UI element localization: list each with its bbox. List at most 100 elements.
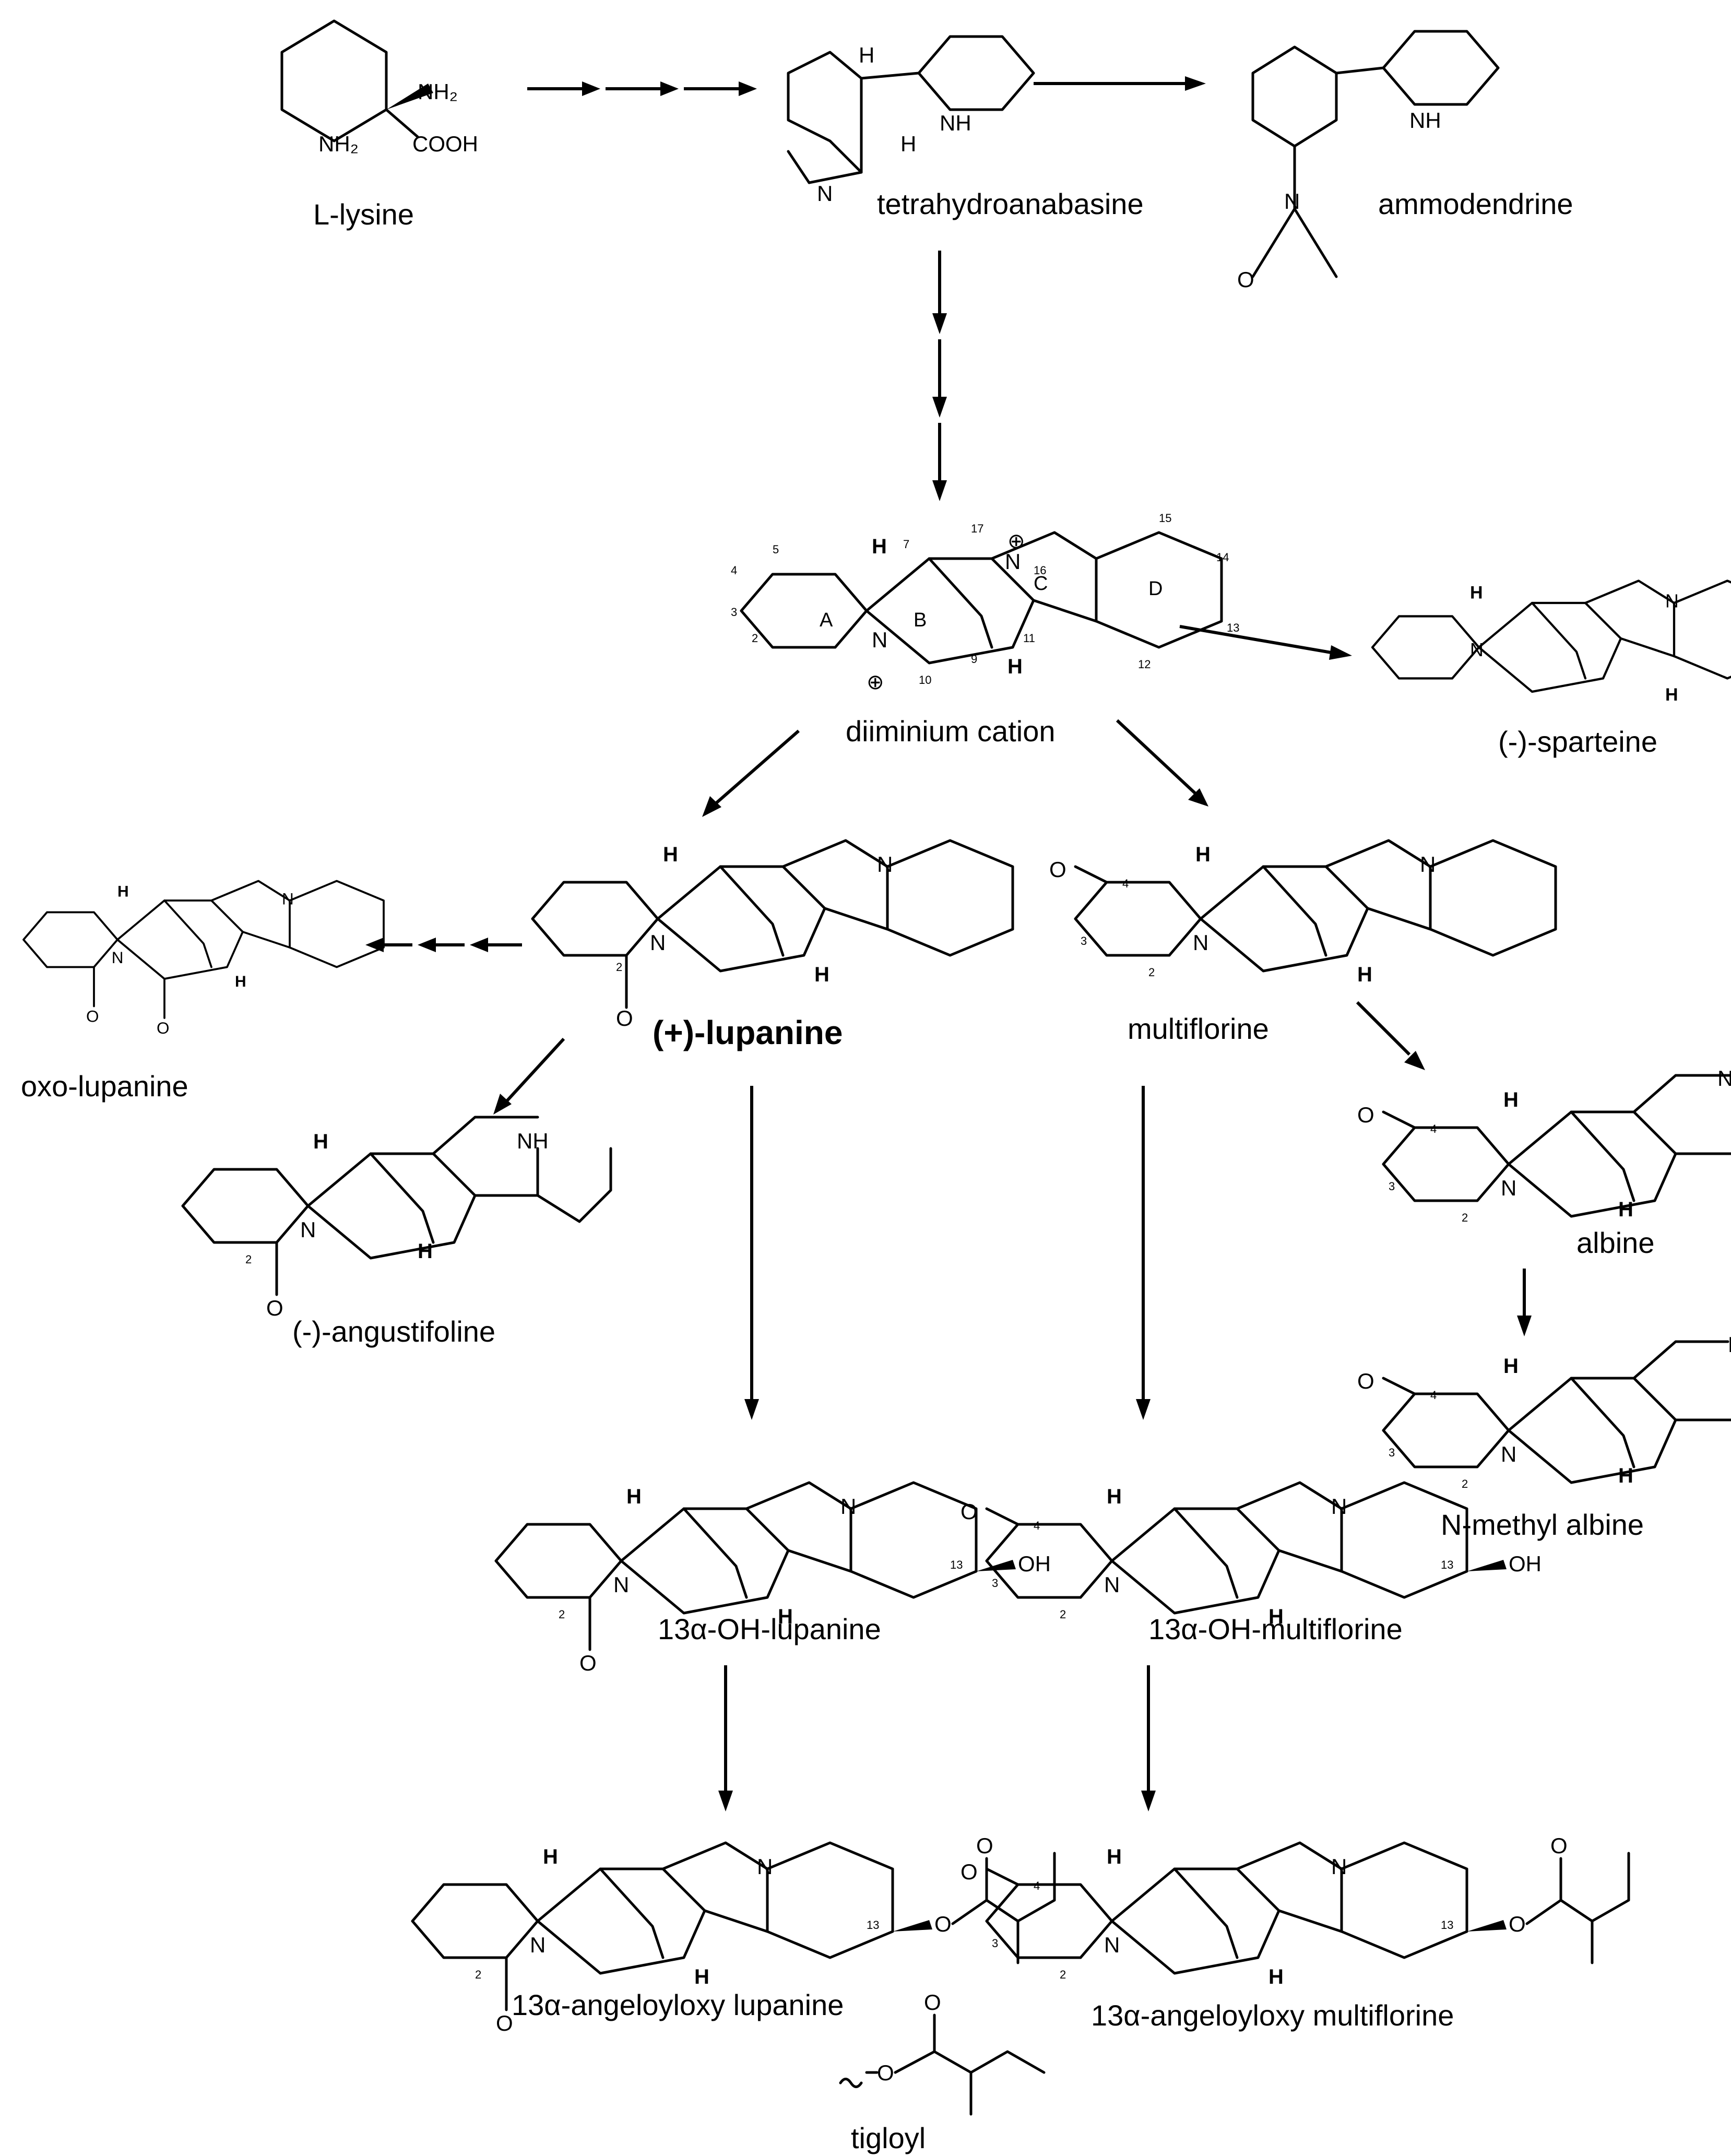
angeloyloxy-lupanine-structure: O O O N N H H 2 13 [412,1833,1056,2035]
locant: 16 [1034,564,1046,577]
n-label: N [1104,1933,1120,1957]
charge-label: ⊕ [1007,530,1025,553]
locant: 15 [1159,512,1171,525]
n-label: N [1284,189,1300,214]
n-label: N [1470,639,1484,660]
o-label: O [1509,1912,1526,1936]
locant: 4 [1122,877,1129,890]
ring-label-c: C [1034,573,1048,595]
locant: 3 [1389,1180,1395,1193]
ammodendrine-structure: N O NH [1237,30,1500,292]
h-label: H [1107,1845,1122,1868]
h-label: H [900,132,916,156]
locant: 3 [992,1577,998,1590]
o-label: O [1237,267,1254,292]
locant: 2 [1462,1477,1468,1490]
h-label: H [117,883,129,901]
nh-label: NH [1409,108,1441,133]
locant: 2 [1060,1968,1066,1981]
locant: 2 [475,1968,481,1981]
arrow-head [718,1791,733,1811]
nh-label: NH [1717,1066,1731,1091]
h-label: H [235,973,246,990]
locant: 2 [616,961,622,974]
arrow-head [1517,1316,1532,1336]
n-label: N [1005,549,1021,574]
h-label: H [1470,583,1483,603]
albine-structure: O N NH H H 4 3 2 [1357,1066,1731,1224]
n-label: N [757,1854,773,1879]
n-label: N [1665,591,1679,612]
locant: 4 [1430,1122,1437,1135]
oh-multiflorine-structure: OH O N N H H 4 3 2 13 [961,1483,1542,1628]
lupanine-structure: O N N H H 2 [532,840,1013,1030]
compound-name-albine: albine [1576,1226,1654,1259]
locant: 3 [731,606,737,619]
n-label: N [300,1217,316,1242]
o-label: O [1357,1103,1374,1127]
h-label: H [859,43,874,67]
locant: 3 [1389,1446,1395,1459]
h-label: H [1195,843,1211,866]
h-label: H [778,1605,793,1628]
locant: 2 [245,1253,252,1266]
tetrahydroanabasine-structure: N NH H H [787,35,1035,206]
h-label: H [1268,1965,1284,1988]
o-label: O [86,1007,99,1026]
multi-step-arrow-vertical [932,251,947,501]
o-label: O [616,1006,633,1030]
sparteine-structure: N N H H [1372,581,1731,705]
h-label: H [663,843,678,866]
locant: 13 [1441,1558,1453,1571]
multi-step-arrow [527,81,757,96]
n-label: N [282,890,294,908]
locant: 7 [903,538,909,551]
multi-step-arrow-left [365,938,522,952]
n-label: N [1501,1442,1516,1466]
n-label: N [1331,1854,1347,1879]
locant: 3 [1081,934,1087,947]
locant: 14 [1216,551,1229,564]
locant: 2 [559,1608,565,1621]
locant: 13 [1441,1918,1453,1932]
arrow-head [1329,645,1352,660]
locant: 4 [1034,1879,1040,1892]
arrow-head [1141,1791,1156,1811]
locant: 2 [752,632,758,645]
arrow-head [1185,76,1206,91]
compound-name-tetrahydroanabasine: tetrahydroanabasine [877,187,1144,220]
h-label: H [626,1485,642,1508]
compound-name-ammodendrine: ammodendrine [1378,187,1573,220]
locant: 13 [950,1558,963,1571]
locant: 13 [1227,621,1239,634]
o-label: O [924,1990,941,2015]
o-label: O [877,2060,894,2085]
charge-label: ⊕ [867,671,884,694]
locant: 4 [731,564,737,577]
arrow-head [1404,1051,1425,1070]
n-methyl-albine-structure: O N N H H 4 3 2 [1357,1332,1731,1490]
oh-label: OH [1509,1551,1542,1576]
n-label: N [817,181,833,206]
h-label: H [418,1240,433,1263]
compound-name-sparteine: (-)-sparteine [1498,725,1657,758]
arrow-head [493,1094,512,1115]
o-label: O [1357,1369,1374,1393]
compound-name-tigloyl: tigloyl [851,2122,926,2154]
oh-label: OH [1018,1551,1051,1576]
n-label: N [877,852,893,876]
locant: 2 [1060,1608,1066,1621]
compound-name-oxo-lupanine: oxo-lupanine [21,1070,188,1103]
compound-name-oh-multiflorine: 13α-OH-multiflorine [1148,1613,1403,1645]
locant: 4 [1430,1389,1437,1402]
oh-lupanine-structure: OH O N N H H 2 13 [496,1483,1051,1675]
o-label: O [934,1912,952,1936]
tigloyl-structure: O O [839,1990,1046,2116]
h-label: H [1618,1464,1633,1487]
n-label: N [1501,1176,1516,1200]
angustifoline-structure: O N NH H H 2 [181,1116,612,1320]
arrow-head [1188,788,1208,807]
compound-name-lupanine: (+)-lupanine [653,1014,843,1051]
o-label: O [496,2011,513,2035]
locant: 3 [992,1937,998,1950]
